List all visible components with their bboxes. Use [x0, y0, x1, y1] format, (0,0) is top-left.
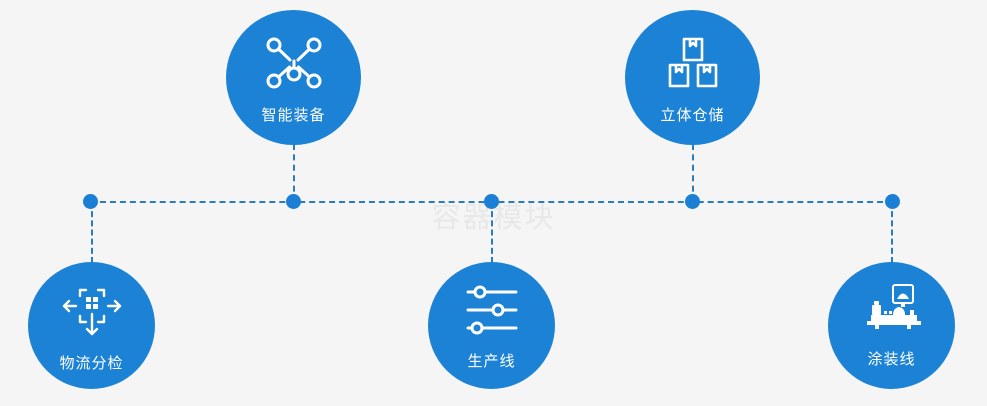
node-logistics-sorting[interactable]: 物流分检: [28, 262, 155, 389]
node-production-line[interactable]: 生产线: [428, 262, 555, 389]
junction-dot-painting-line[interactable]: [885, 194, 900, 209]
node-label-stereoscopic-warehouse: 立体仓储: [660, 107, 725, 124]
junction-dot-logistics-sorting[interactable]: [83, 194, 98, 209]
connector-painting-line: [891, 202, 893, 263]
node-label-painting-line: 涂装线: [867, 351, 916, 368]
node-label-logistics-sorting: 物流分检: [59, 355, 124, 372]
stacked-boxes-icon: [667, 36, 719, 90]
node-stereoscopic-warehouse[interactable]: 立体仓储: [625, 10, 760, 145]
connector-intelligent-equipment: [293, 144, 295, 202]
junction-dot-production-line[interactable]: [484, 194, 499, 209]
connector-stereoscopic-warehouse: [692, 144, 694, 202]
node-painting-line[interactable]: 涂装线: [828, 262, 955, 389]
junction-dot-stereoscopic-warehouse[interactable]: [685, 194, 700, 209]
painting-booth-icon: [861, 284, 923, 334]
network-nodes-icon: [266, 36, 322, 90]
connector-logistics-sorting: [91, 202, 93, 263]
node-label-production-line: 生产线: [467, 353, 516, 370]
junction-dot-intelligent-equipment[interactable]: [286, 194, 301, 209]
connector-production-line: [491, 202, 493, 263]
node-label-intelligent-equipment: 智能装备: [261, 107, 326, 124]
sliders-icon: [464, 284, 520, 336]
node-intelligent-equipment[interactable]: 智能装备: [226, 10, 361, 145]
sorting-arrows-icon: [62, 284, 122, 338]
